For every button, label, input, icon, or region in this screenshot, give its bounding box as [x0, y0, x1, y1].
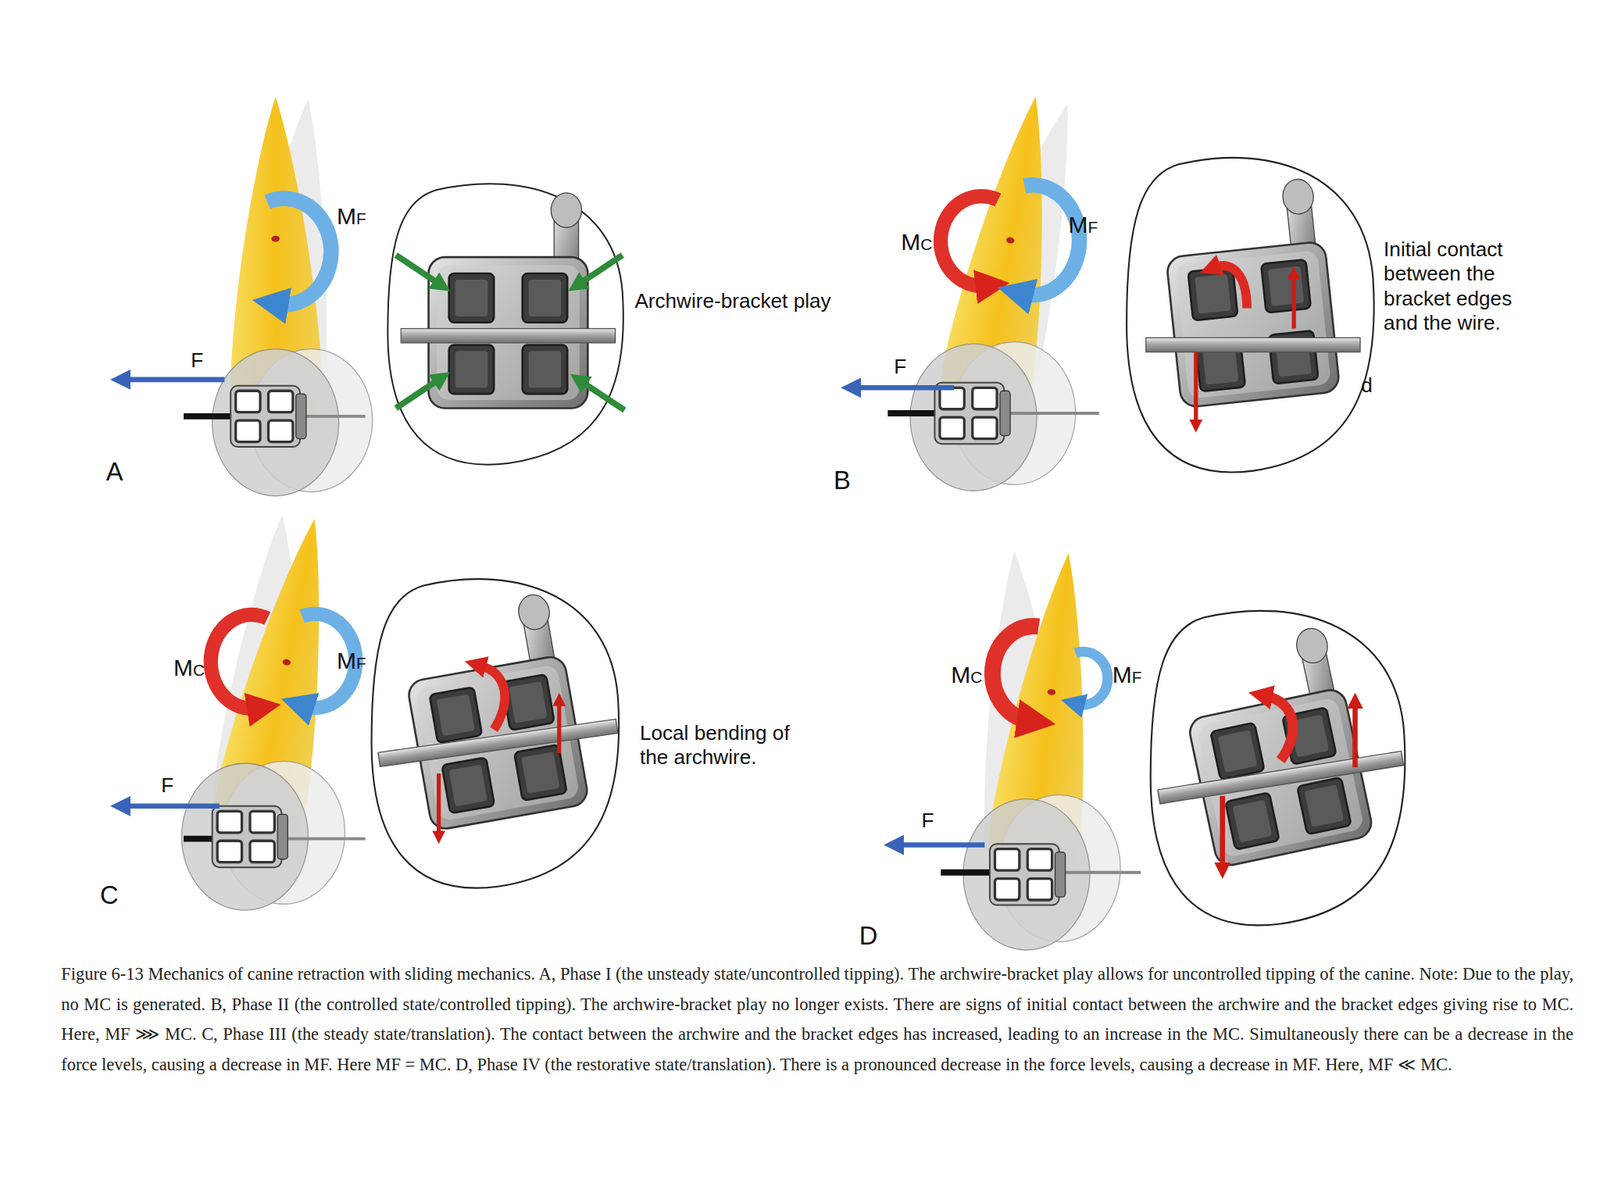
canine-tooth-part-part: [1046, 688, 1056, 696]
force-label: F: [190, 347, 204, 372]
force-label: F: [921, 807, 934, 833]
illustration-part: [581, 381, 625, 411]
bracket-closeup-part: [428, 192, 589, 409]
bracket-closeup-part: [387, 183, 624, 465]
bracket-closeup-part: [1126, 157, 1375, 473]
illustration-part: [1352, 703, 1358, 768]
illustration-part: [124, 803, 219, 810]
bracket-closeup-part: [1173, 624, 1375, 868]
bracket-closeup: [1150, 610, 1406, 926]
canine-tooth-part: [934, 382, 1011, 444]
canine-tooth: [183, 93, 373, 497]
illustration-part: [855, 385, 955, 391]
illustration-part: [1022, 185, 1080, 296]
illustration-part: [1219, 796, 1225, 868]
illustration-part: [396, 255, 440, 285]
force-label: F: [160, 772, 174, 797]
canine-tooth: [887, 89, 1113, 492]
illustration-part: [557, 702, 561, 754]
bracket-closeup-part: [371, 578, 620, 888]
illustration-part: [1075, 651, 1108, 705]
moment-label: MF: [336, 203, 367, 232]
illustration-part: [267, 198, 332, 305]
canine-tooth-part-part: [282, 658, 292, 667]
illustration-part: [940, 196, 998, 286]
canine-tooth-part: [910, 343, 1037, 491]
bracket-closeup: [371, 578, 620, 888]
moment-label: MF: [1068, 210, 1099, 240]
moment-label: MC: [900, 228, 933, 258]
panel-letter: B: [833, 464, 851, 495]
canine-tooth-part: [181, 763, 308, 911]
illustration-part: [210, 614, 268, 709]
illustration-part: [124, 377, 225, 383]
moment-label: MF: [1112, 660, 1143, 690]
canine-tooth-part: [989, 843, 1066, 905]
panel-letter: C: [100, 879, 119, 911]
illustration-part: [1214, 265, 1247, 308]
dimension-label: d: [1360, 372, 1373, 397]
illustration-part: [396, 379, 440, 409]
canine-tooth-part: [230, 385, 307, 447]
note-text: Initial contact between the bracket edge…: [1383, 236, 1547, 335]
bracket-closeup-part-part: [395, 591, 590, 832]
illustration-part: [897, 842, 985, 848]
bracket-closeup: [387, 183, 624, 465]
bracket-closeup-part-part: [1173, 624, 1375, 868]
canine-tooth: [181, 510, 365, 911]
panel-letter: A: [106, 456, 124, 487]
moment-label: MF: [336, 646, 367, 675]
figure-caption: Figure 6-13 Mechanics of canine retracti…: [60, 959, 1574, 1081]
moment-label: MC: [950, 660, 983, 690]
note-text: Local bending of the archwire.: [639, 720, 822, 770]
bracket-closeup-part: [1146, 337, 1361, 352]
illustration-part: [1292, 275, 1297, 329]
illustration-part: [992, 625, 1039, 721]
canine-tooth-part-part: [1005, 236, 1015, 245]
canine-tooth-part-part: [271, 235, 279, 243]
bracket-closeup-part: [395, 591, 590, 832]
canine-tooth-part: [212, 806, 289, 868]
moment-label: MC: [173, 653, 205, 683]
illustration-part: [579, 255, 623, 285]
bracket-closeup-part-part: [1159, 177, 1340, 408]
canine-tooth: [940, 547, 1141, 950]
bracket-closeup-part: [1150, 610, 1406, 926]
panel-letter: D: [859, 920, 879, 951]
bracket-closeup-part: [1159, 177, 1340, 408]
note-text: Archwire-bracket play: [634, 289, 839, 314]
force-label: F: [893, 353, 907, 379]
canine-tooth-part: [212, 349, 340, 497]
illustration-part: [479, 665, 505, 730]
illustration-part: [1193, 352, 1198, 424]
bracket-closeup: [1126, 157, 1375, 473]
bracket-closeup-part: [400, 328, 615, 343]
illustration-part: [436, 773, 441, 835]
illustration-part: [1265, 696, 1293, 761]
